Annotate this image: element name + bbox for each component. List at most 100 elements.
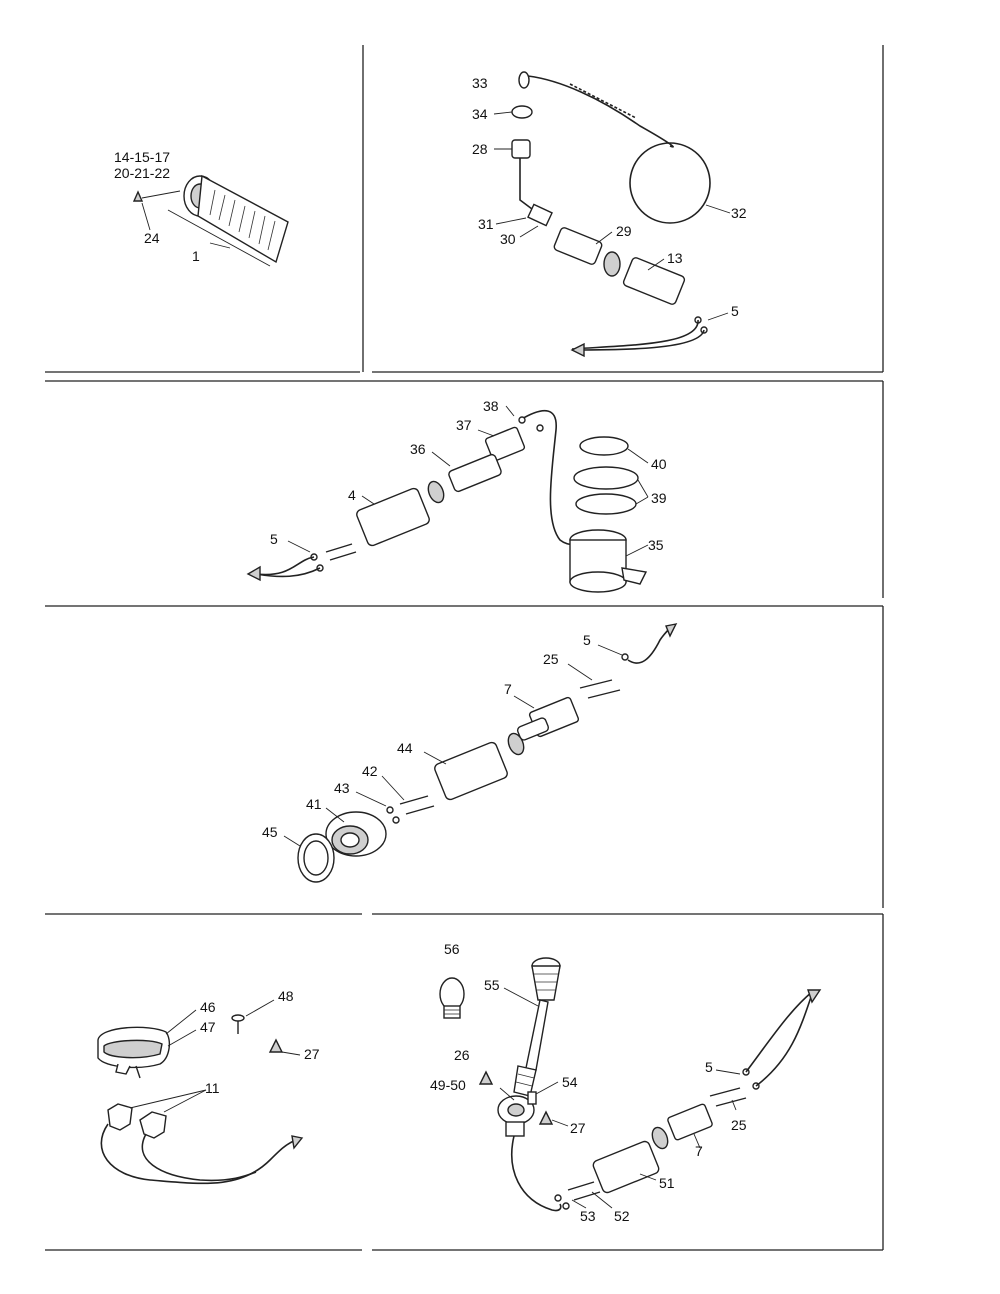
terminals-42: [399, 795, 435, 815]
label-26: 26: [454, 1047, 470, 1063]
panel-lamp-post: 56 55 26 54 49-50 27 5 25 7 51 53 52: [430, 941, 822, 1224]
label-34: 34: [472, 106, 488, 122]
connector-36: [448, 453, 502, 493]
nut-27-lamp: [538, 1110, 554, 1125]
panel-frames: [45, 45, 884, 1251]
nut-27-switch: [268, 1038, 284, 1053]
label-49-50: 49-50: [430, 1077, 466, 1093]
terminal-43: [386, 806, 394, 814]
label-14-15-17: 14-15-17: [114, 149, 170, 165]
label-1: 1: [192, 248, 200, 264]
connector-29: [553, 227, 603, 265]
wire-switch: [100, 1123, 297, 1185]
housing-51: [592, 1140, 660, 1194]
connector-7-lamp: [667, 1103, 713, 1141]
label-38: 38: [483, 398, 499, 414]
panel-throttle-sensor: 33 34 28 32 31 30 29 13 5: [472, 71, 747, 358]
housing-4: [356, 487, 430, 547]
label-33: 33: [472, 75, 488, 91]
label-27-lamp: 27: [570, 1120, 586, 1136]
connector-7: [516, 696, 580, 741]
housing-13: [622, 257, 686, 305]
label-40: 40: [651, 456, 667, 472]
ring-40: [579, 436, 629, 456]
washer-34: [511, 105, 533, 119]
loop-32: [629, 142, 711, 224]
label-7-socket: 7: [504, 681, 512, 697]
label-35: 35: [648, 537, 664, 553]
label-30: 30: [500, 231, 516, 247]
label-47: 47: [200, 1019, 216, 1035]
label-32: 32: [731, 205, 747, 221]
terminals-5: [310, 543, 357, 572]
label-39: 39: [651, 490, 667, 506]
post-55: [525, 957, 561, 1071]
gauge-35: [569, 529, 648, 593]
nut-33: [518, 71, 530, 89]
label-13: 13: [667, 250, 683, 266]
label-5-socket: 5: [583, 632, 591, 648]
label-42: 42: [362, 763, 378, 779]
seal-36: [427, 480, 445, 504]
ring-39a: [573, 466, 639, 490]
panel-gauge-connector: 38 37 36 40 39 4 35 5: [246, 398, 667, 593]
panel-socket-connector: 5 25 7 44 42 43 41 45: [262, 623, 678, 883]
clip-54: [527, 1091, 537, 1105]
label-46: 46: [200, 999, 216, 1015]
label-53: 53: [580, 1208, 596, 1224]
label-41: 41: [306, 796, 322, 812]
label-28: 28: [472, 141, 488, 157]
body-28: [511, 139, 531, 159]
label-51: 51: [659, 1175, 675, 1191]
panel-grip: 14-15-17 20-21-22 24 1: [114, 149, 289, 267]
panel-switch-clip: 46 47 48 27 11: [97, 988, 320, 1185]
nut-26: [478, 1070, 494, 1085]
collar-49-50: [497, 1065, 537, 1137]
label-20-21-22: 20-21-22: [114, 165, 170, 181]
label-37: 37: [456, 417, 472, 433]
label-48: 48: [278, 988, 294, 1004]
label-45: 45: [262, 824, 278, 840]
bulb-56: [439, 977, 465, 1019]
label-5: 5: [731, 303, 739, 319]
label-11: 11: [205, 1080, 220, 1096]
ring-39b: [575, 493, 637, 515]
label-25-socket: 25: [543, 651, 559, 667]
wire-4: [255, 556, 315, 576]
ring-45: [297, 833, 335, 883]
label-44: 44: [397, 740, 413, 756]
terminals-52-53: [567, 1181, 601, 1201]
switch-46-47: [97, 1026, 171, 1079]
label-5-gauge: 5: [270, 531, 278, 547]
clips-11: [107, 1103, 167, 1139]
label-56: 56: [444, 941, 460, 957]
cable-32: [527, 75, 674, 148]
label-29: 29: [616, 223, 632, 239]
socket-41: [325, 811, 387, 857]
wire-lamp-out: [745, 991, 813, 1073]
wire-socket: [627, 625, 673, 664]
seal-7-lamp: [651, 1126, 669, 1150]
label-55: 55: [484, 977, 500, 993]
label-5-lamp: 5: [705, 1059, 713, 1075]
label-52: 52: [614, 1208, 630, 1224]
wire-lamp: [510, 1135, 562, 1212]
pins-25-lamp: [709, 1087, 747, 1107]
label-4: 4: [348, 487, 356, 503]
label-36: 36: [410, 441, 426, 457]
seal-7: [507, 732, 525, 756]
label-24: 24: [144, 230, 160, 246]
label-25-lamp: 25: [731, 1117, 747, 1133]
screw-24: [132, 190, 144, 202]
pins-25: [579, 679, 621, 699]
screw-48: [231, 1014, 245, 1034]
label-31: 31: [478, 216, 494, 232]
housing-44: [434, 741, 508, 801]
connector-37: [484, 426, 526, 462]
label-7-lamp: 7: [695, 1143, 703, 1159]
label-43: 43: [334, 780, 350, 796]
clip-30-31: [527, 203, 553, 227]
wire-harness-13: [571, 329, 705, 351]
label-27-switch: 27: [304, 1046, 320, 1062]
